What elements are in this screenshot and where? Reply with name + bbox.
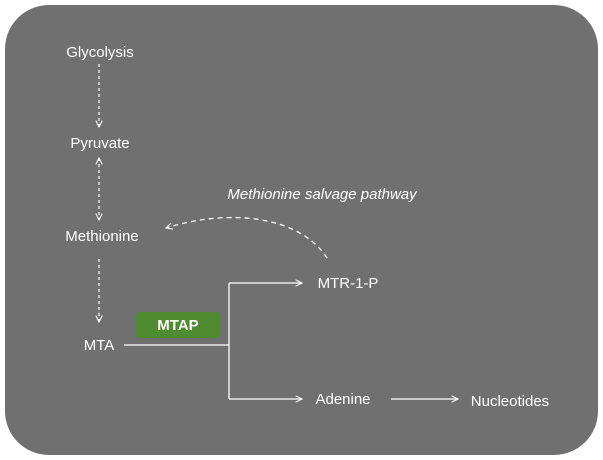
salvage-pathway-arrow	[166, 216, 328, 259]
node-pyruvate: Pyruvate	[70, 135, 130, 152]
enzyme-badge-mtap: MTAP	[136, 312, 220, 338]
salvage-pathway-label: Methionine salvage pathway	[227, 186, 417, 203]
node-glycolysis: Glycolysis	[66, 44, 134, 61]
diagram-panel	[5, 5, 598, 455]
node-nucleotides: Nucleotides	[470, 393, 550, 410]
node-mtr1p: MTR-1-P	[317, 275, 379, 292]
node-adenine: Adenine	[315, 391, 371, 408]
node-methionine: Methionine	[65, 228, 139, 245]
node-mta: MTA	[83, 337, 115, 354]
